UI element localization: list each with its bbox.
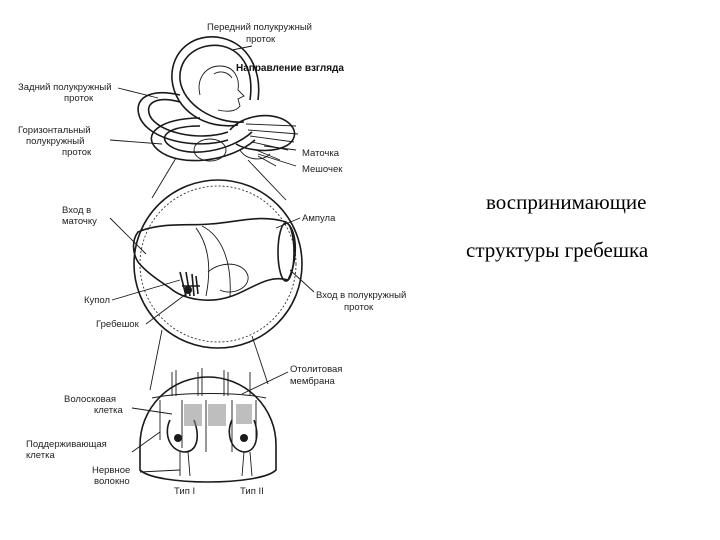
semicircular-canals-drawing: [138, 37, 298, 166]
label-horizontal-canal: Горизонтальный полукружный проток: [18, 125, 93, 158]
ampulla-detail-drawing: [134, 180, 303, 348]
label-hair-cell: Волосковая клетка: [64, 394, 123, 416]
label-saccule: Мешочек: [302, 164, 343, 175]
label-posterior-canal: Задний полукружный проток: [18, 82, 114, 104]
label-supporting-cell: Поддерживающая клетка: [26, 439, 109, 461]
zoom-guide-left: [152, 158, 176, 198]
label-ampulla: Ампула: [302, 213, 336, 224]
label-canal-entrance: Вход в полукружный проток: [316, 290, 409, 313]
label-utricle-entrance: Вход в маточку: [62, 205, 97, 227]
zoom-guide-left-2: [150, 330, 162, 390]
sensory-epithelium-drawing: [140, 368, 276, 482]
label-nerve-fiber: Нервное волокно: [92, 465, 133, 487]
label-utricle: Маточка: [302, 148, 340, 159]
zoom-guide-right-2: [252, 336, 268, 384]
label-anterior-canal: Передний полукружный проток: [207, 22, 315, 45]
caption-line-1: воспринимающие: [486, 190, 646, 215]
vestibular-apparatus-diagram: Передний полукружный проток Направление …: [0, 0, 460, 540]
label-cupula: Купол: [84, 295, 110, 306]
label-crista: Гребешок: [96, 319, 140, 330]
label-otolith-membrane: Отолитовая мембрана: [290, 364, 345, 387]
label-gaze-direction: Направление взгляда: [236, 63, 344, 74]
label-type-1: Тип I: [174, 486, 195, 497]
label-type-2: Тип II: [240, 486, 264, 497]
zoom-guide-right: [248, 160, 286, 200]
caption-line-2: структуры гребешка: [466, 238, 720, 263]
